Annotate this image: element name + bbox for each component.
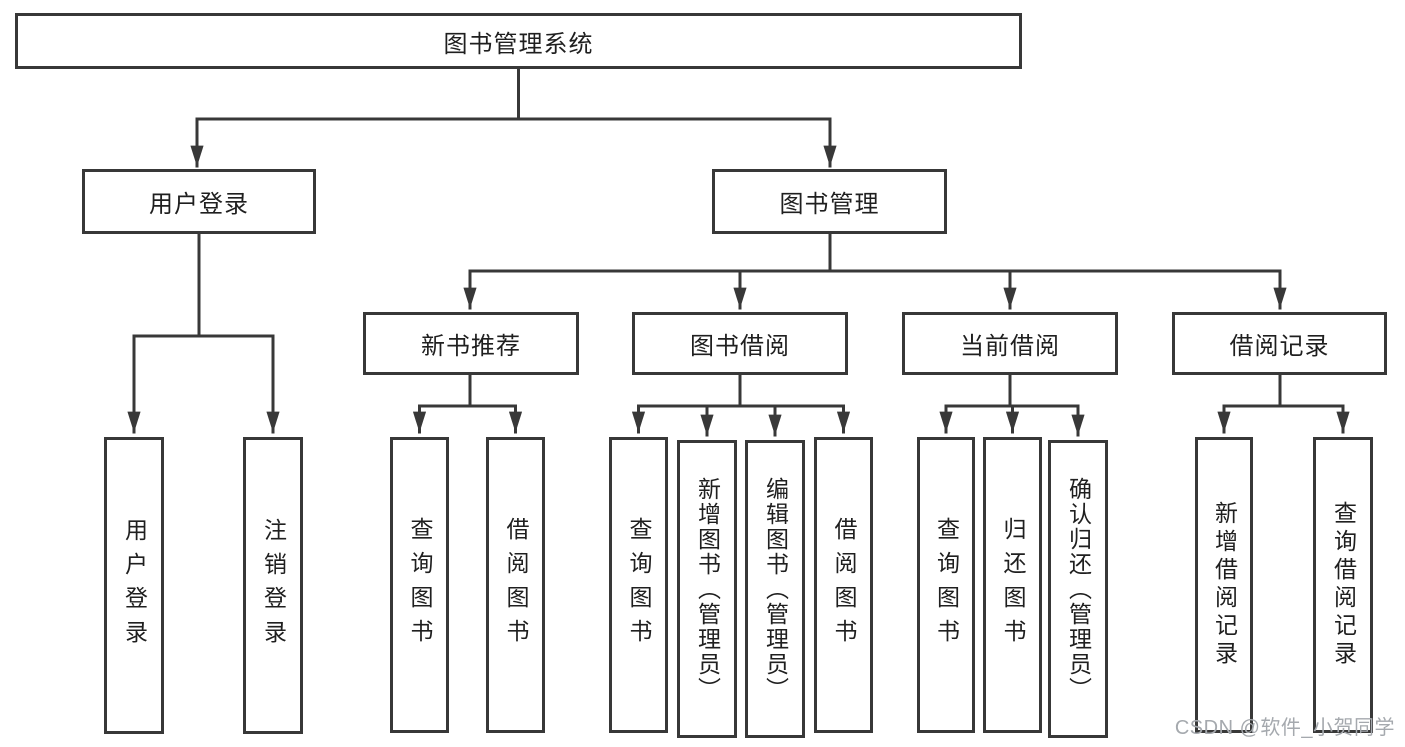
leaf-query-borrow-record-label: 查询借阅记录 [1330,501,1357,669]
leaf-add-borrow-record-label: 新增借阅记录 [1211,501,1238,669]
leaf-return-book-label: 归还图书 [1000,517,1026,653]
leaf-return-book: 归还图书 [983,437,1042,733]
leaf-borrow-books-1-label: 借阅图书 [503,517,529,653]
leaf-logout-label: 注销登录 [260,517,287,654]
leaf-add-borrow-record: 新增借阅记录 [1195,437,1253,733]
leaf-logout: 注销登录 [243,437,303,734]
leaf-query-books-3-label: 查询图书 [933,517,960,653]
node-user-login-group-label: 用户登录 [149,191,249,218]
leaf-confirm-return-admin-label: 确认归还（管理员） [1065,476,1092,702]
leaf-query-books-3: 查询图书 [917,437,975,733]
node-current-borrow-label: 当前借阅 [960,333,1060,360]
node-book-management-label: 图书管理 [779,191,880,218]
leaf-query-books-1-label: 查询图书 [407,517,433,653]
leaf-borrow-books-1: 借阅图书 [486,437,545,733]
leaf-borrow-books-2-label: 借阅图书 [831,517,857,653]
node-current-borrow: 当前借阅 [902,312,1118,375]
leaf-edit-book-admin-label: 编辑图书（管理员） [762,476,789,702]
node-new-book-recommend-label: 新书推荐 [421,333,521,360]
node-root: 图书管理系统 [15,13,1022,69]
leaf-borrow-books-2: 借阅图书 [814,437,873,733]
leaf-query-books-2-label: 查询图书 [626,517,652,653]
connector-user-branch [127,232,280,434]
leaf-add-book-admin-label: 新增图书（管理员） [694,476,721,702]
node-borrow-records-label: 借阅记录 [1229,333,1330,360]
connector-book-branch [463,232,1287,310]
node-root-label: 图书管理系统 [443,30,594,58]
node-new-book-recommend: 新书推荐 [363,312,579,375]
leaf-add-book-admin: 新增图书（管理员） [677,440,737,738]
leaf-query-borrow-record: 查询借阅记录 [1313,437,1373,733]
leaf-edit-book-admin: 编辑图书（管理员） [745,440,805,738]
leaf-user-login: 用户登录 [104,437,164,734]
node-book-borrow-label: 图书借阅 [690,333,790,360]
leaf-confirm-return-admin: 确认归还（管理员） [1048,440,1108,738]
connector-root-level [190,67,837,168]
leaf-query-books-2: 查询图书 [609,437,668,733]
node-borrow-records: 借阅记录 [1172,312,1387,375]
node-book-management: 图书管理 [712,169,947,234]
csdn-watermark: CSDN @软件_小贺同学 [1174,717,1395,739]
leaf-query-books-1: 查询图书 [390,437,449,733]
leaf-user-login-label: 用户登录 [121,517,148,654]
connector-group-splits [412,373,1350,437]
node-book-borrow: 图书借阅 [632,312,848,375]
node-user-login-group: 用户登录 [82,169,316,234]
